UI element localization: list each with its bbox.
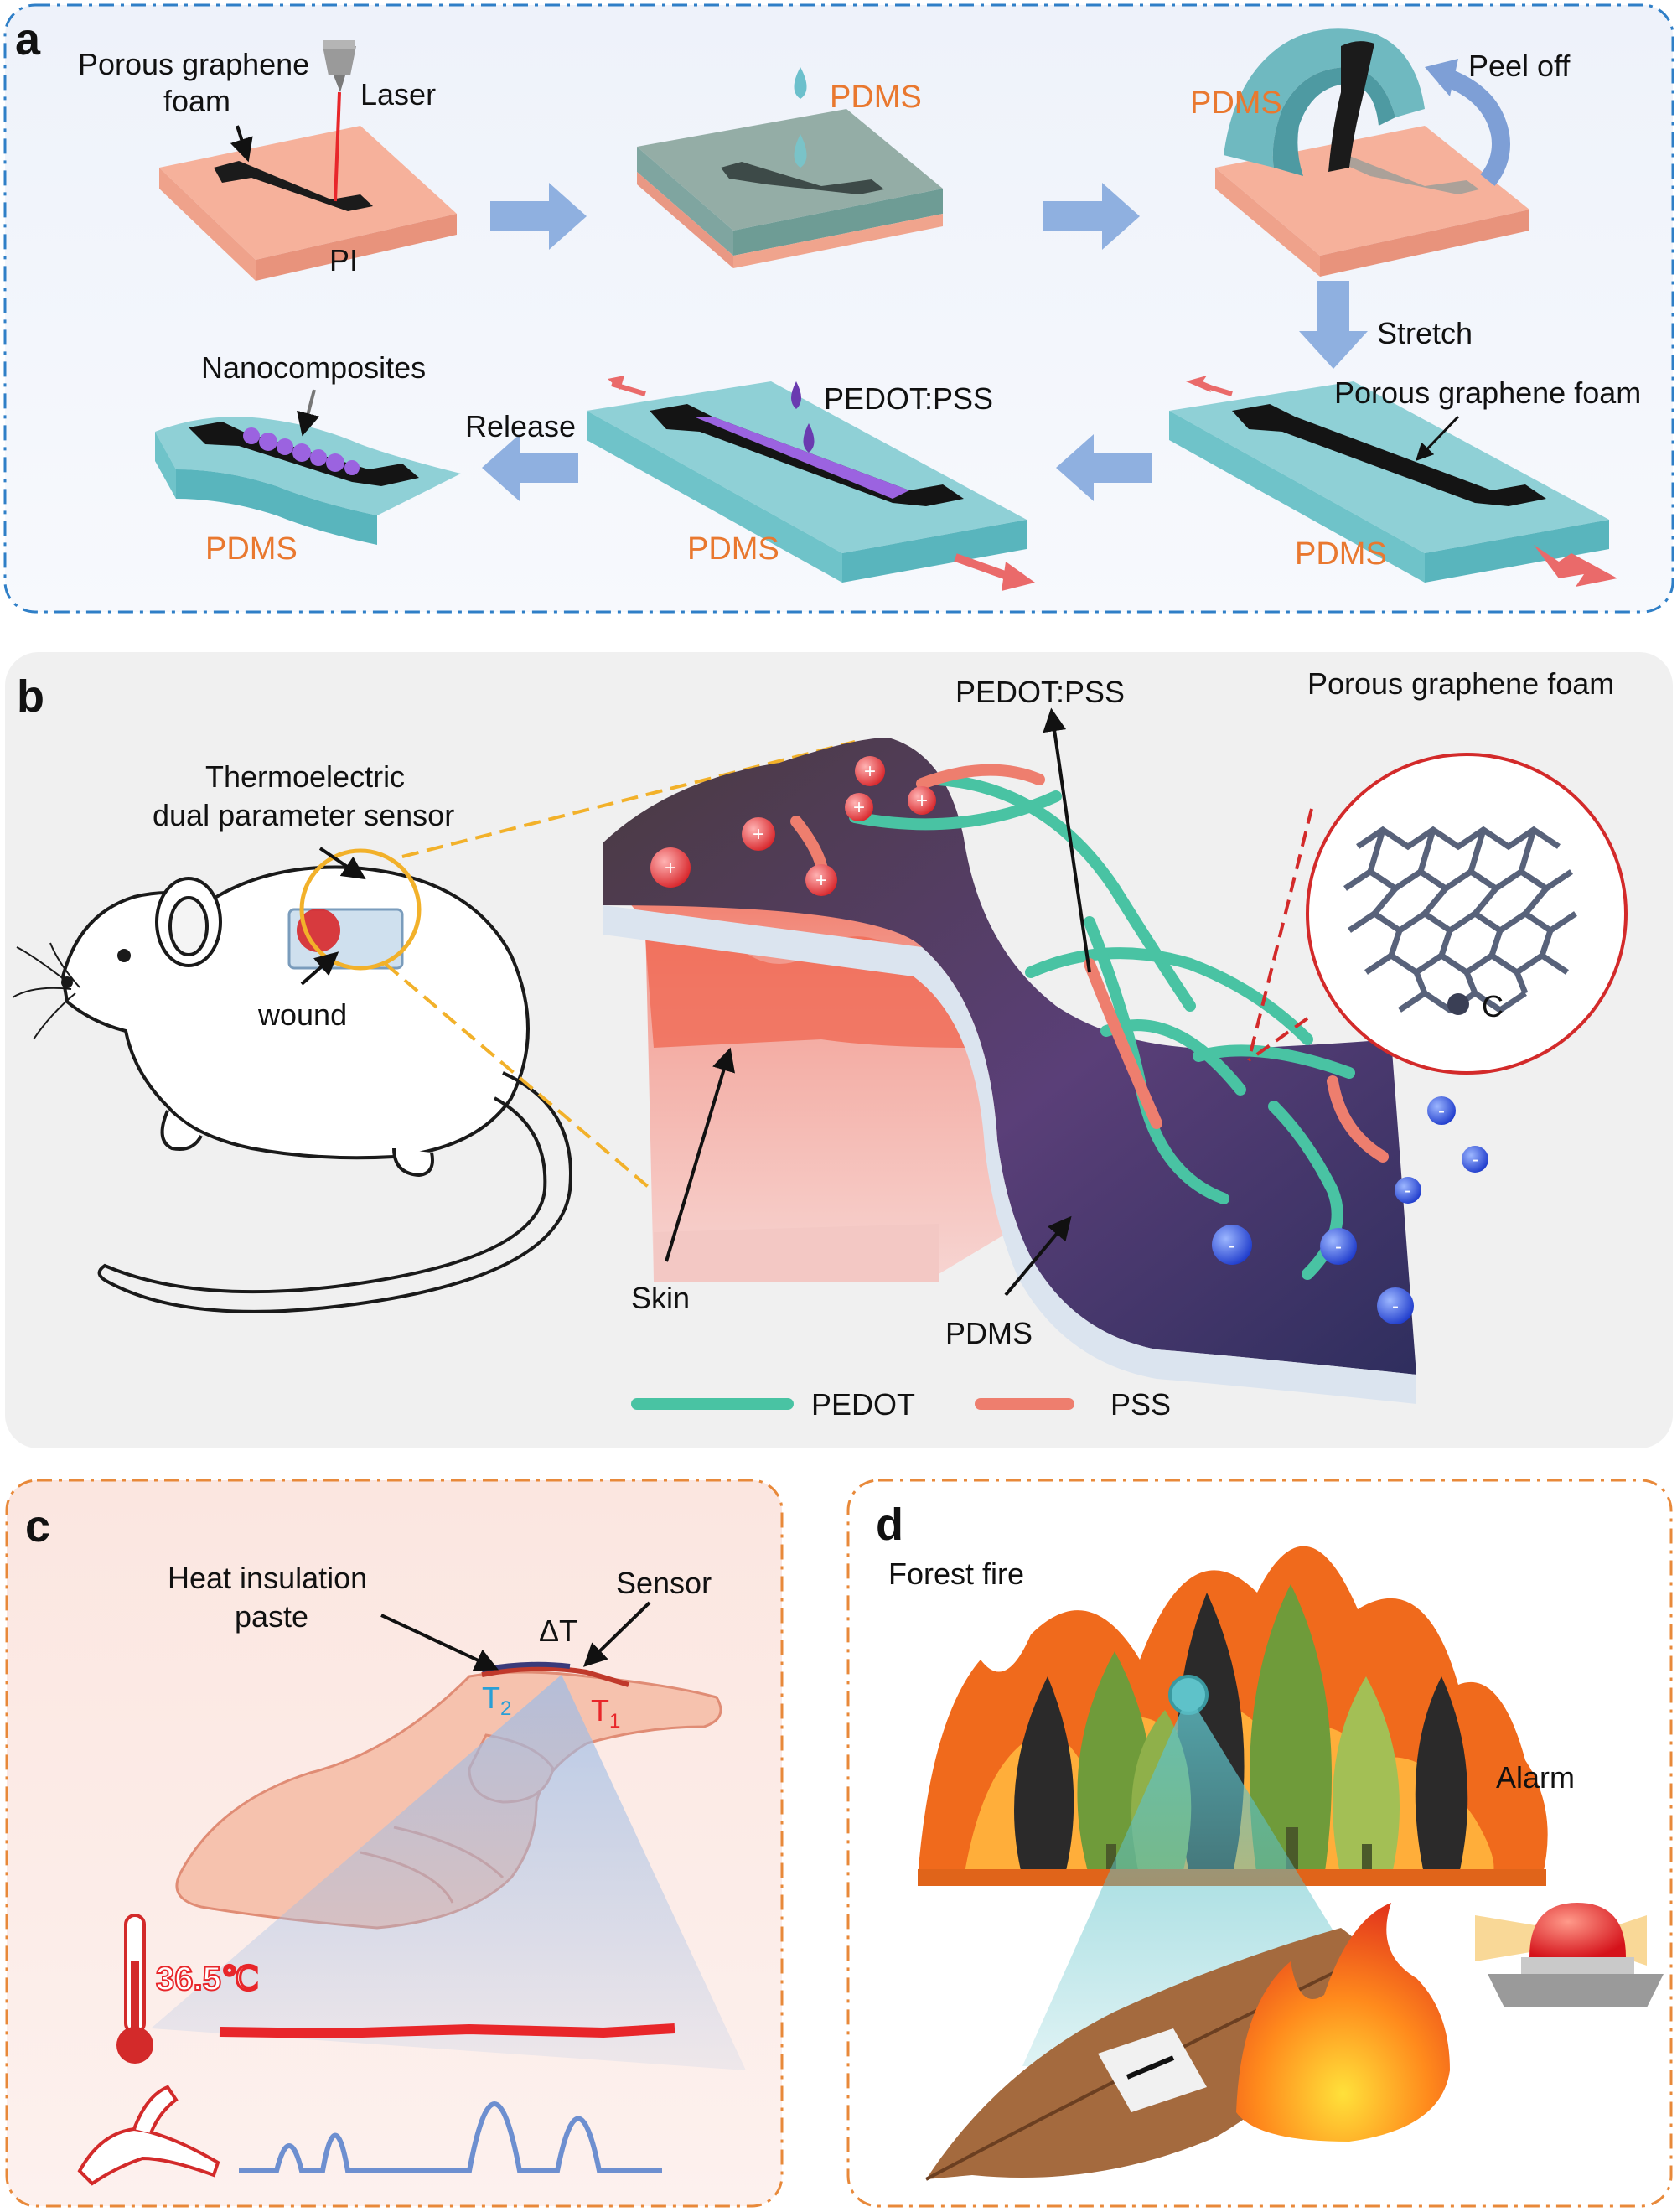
svg-text:-: - — [1405, 1179, 1411, 1202]
legend-pedot-label: PEDOT — [811, 1387, 916, 1422]
stretch-label: Stretch — [1377, 316, 1473, 350]
skin-label: Skin — [631, 1281, 691, 1315]
panel-b: + + + + + + - - - - - - — [5, 652, 1673, 1448]
carbon-label: C — [1482, 989, 1504, 1023]
svg-text:-: - — [1392, 1295, 1399, 1318]
svg-text:-: - — [1229, 1235, 1235, 1257]
released-nanocomposite-step — [155, 417, 461, 545]
magnify-circle — [299, 848, 422, 971]
pi-substrate — [159, 126, 457, 281]
panel-c-letter: c — [25, 1501, 51, 1552]
svg-text:-: - — [1335, 1236, 1342, 1258]
thermometer-icon — [116, 1914, 153, 2064]
sensor-title-line1: Thermoelectric — [205, 759, 406, 794]
panel-d-letter: d — [876, 1500, 903, 1550]
svg-text:-: - — [1472, 1148, 1478, 1171]
positive-ions: + + + + + + — [650, 756, 936, 896]
magnify-beam — [151, 1675, 746, 2070]
pedot-pss-label: PEDOT:PSS — [824, 381, 994, 416]
panel-d — [846, 1479, 1673, 2208]
temperature-trace — [219, 2023, 675, 2039]
nanocomposites-label: Nanocomposites — [201, 350, 427, 385]
t2-label: T2 — [482, 1681, 512, 1721]
panel-c — [5, 1479, 784, 2208]
porous-graphene-foam-sheet — [603, 738, 1416, 1404]
pulse-trace — [239, 2101, 662, 2173]
heat-insulation-label-line2: paste — [235, 1599, 309, 1634]
temperature-readout: 36.5℃ — [155, 1960, 260, 1998]
pedot-pss-label-b: PEDOT:PSS — [955, 675, 1126, 709]
panel-b-letter: b — [17, 671, 44, 722]
negative-ions: - - - - - - — [1212, 1096, 1488, 1324]
sensor-label-c: Sensor — [616, 1566, 712, 1600]
pdms-drop-label: PDMS — [830, 80, 922, 115]
finger-bend-icon — [77, 2085, 220, 2186]
process-arrow — [1043, 183, 1140, 250]
sensor-strip — [481, 1665, 629, 1687]
stretched-foam-step — [1169, 376, 1617, 587]
wound-mark — [297, 909, 340, 952]
porous-graphene-foam-label: Porous graphene foam — [1334, 376, 1642, 410]
porous-graphene-label: Porous graphene — [78, 47, 310, 81]
wound-label: wound — [258, 997, 348, 1032]
svg-text:+: + — [916, 790, 928, 812]
t1-label: T1 — [591, 1693, 621, 1733]
porous-graphene-foam-label-b: Porous graphene foam — [1307, 666, 1615, 701]
svg-text:+: + — [853, 796, 865, 819]
heat-insulation-label-line1: Heat insulation — [168, 1561, 368, 1595]
laser-icon — [323, 40, 356, 202]
svg-text:-: - — [1438, 1100, 1445, 1122]
pdms-label-b: PDMS — [945, 1316, 1033, 1350]
graphene-lattice-inset — [1247, 753, 1628, 1075]
alarm-icon — [1475, 1903, 1664, 2007]
process-arrow — [490, 183, 587, 250]
panel-a-letter: a — [15, 14, 41, 65]
pdms-label-2: PDMS — [687, 531, 779, 567]
peel-off-step — [1215, 28, 1529, 277]
pdms-label-3: PDMS — [1295, 536, 1387, 572]
svg-text:+: + — [665, 857, 676, 879]
flame-icon — [1236, 1903, 1450, 2142]
foam-label: foam — [163, 84, 231, 118]
peel-off-label: Peel off — [1468, 49, 1571, 83]
legend-pss-label: PSS — [1110, 1387, 1172, 1422]
process-arrow — [1056, 434, 1152, 501]
sensor-on-leaf — [1098, 2028, 1207, 2112]
pi-label: PI — [329, 243, 359, 277]
pdms-droplet-icon — [794, 67, 807, 168]
svg-text:+: + — [864, 760, 876, 783]
stretch-arrow — [1299, 281, 1368, 369]
svg-text:+: + — [753, 823, 764, 846]
laser-label: Laser — [360, 77, 437, 111]
svg-text:+: + — [815, 869, 827, 892]
delta-t-label: ΔT — [539, 1614, 578, 1648]
pss-strands — [790, 764, 1389, 1163]
sensor-title-line2: dual parameter sensor — [153, 798, 455, 832]
alarm-label: Alarm — [1496, 1760, 1576, 1795]
pedot-pss-coating-step — [587, 376, 1035, 591]
release-label: Release — [465, 409, 577, 443]
panel-a — [3, 3, 1674, 614]
forest-fire-label: Forest fire — [888, 1557, 1025, 1591]
pdms-coated-substrate — [637, 109, 943, 268]
graphene-foam-pattern — [214, 161, 373, 211]
pdms-label-1: PDMS — [205, 531, 298, 567]
pdms-peel-label: PDMS — [1190, 85, 1282, 121]
process-arrow — [482, 434, 578, 501]
